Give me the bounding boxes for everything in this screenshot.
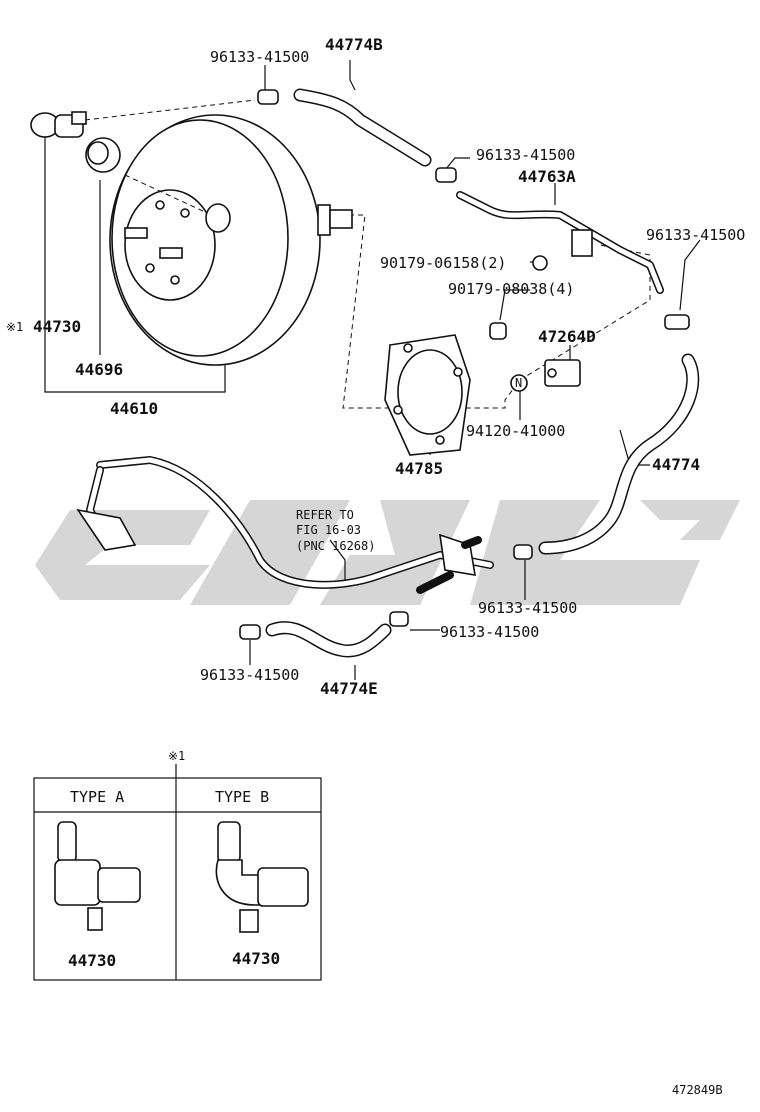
label-refer-1: REFER TO bbox=[296, 508, 354, 522]
hose-44774e[interactable] bbox=[265, 621, 392, 658]
label-hose-e: 44774E bbox=[320, 679, 378, 698]
label-hose-b: 44774B bbox=[325, 35, 383, 54]
label-nut-2: 90179-08038(4) bbox=[448, 280, 574, 298]
check-valve-type-b bbox=[215, 821, 309, 933]
label-refer-2: FIG 16-03 bbox=[296, 523, 361, 537]
label-pipe-a: 44763A bbox=[518, 167, 576, 186]
label-check-valve: 44730 bbox=[33, 317, 81, 336]
hose-44774b[interactable] bbox=[293, 88, 432, 167]
part-labels: 96133-41500 44774B 96133-41500 44763A 96… bbox=[6, 35, 745, 698]
grommet[interactable] bbox=[85, 137, 121, 173]
plug-n-badge: N bbox=[510, 374, 528, 392]
inset-mark: ※1 bbox=[168, 749, 185, 763]
bracket[interactable] bbox=[544, 359, 581, 387]
label-nut-1: 90179-06158(2) bbox=[380, 254, 506, 272]
brake-booster[interactable] bbox=[109, 114, 353, 366]
label-bracket: 47264D bbox=[538, 327, 596, 346]
inset-type-b: TYPE B bbox=[215, 788, 269, 806]
label-clip-lower-left: 96133-41500 bbox=[200, 666, 299, 684]
label-plug: 94120-41000 bbox=[466, 422, 565, 440]
inset-type-a: TYPE A bbox=[70, 788, 124, 806]
label-clip-upper-right: 96133-41500 bbox=[476, 146, 575, 164]
vacuum-pipe-44763a[interactable] bbox=[456, 191, 664, 294]
label-check-valve-mark: ※1 bbox=[6, 320, 23, 334]
label-refer-3: (PNC 16268) bbox=[296, 539, 375, 553]
label-hose: 44774 bbox=[652, 455, 700, 474]
label-clip-lower-mid: 96133-41500 bbox=[478, 599, 577, 617]
inset-part-b: 44730 bbox=[232, 949, 280, 968]
hose-clip[interactable] bbox=[239, 89, 690, 640]
check-valve[interactable] bbox=[30, 111, 87, 138]
check-valve-type-a bbox=[54, 821, 141, 931]
inset-type-table: ※1 TYPE A TYPE B 44730 44730 bbox=[33, 749, 322, 981]
label-clip-top: 96133-41500 bbox=[210, 48, 309, 66]
label-grommet: 44696 bbox=[75, 360, 123, 379]
inset-part-a: 44730 bbox=[68, 951, 116, 970]
diagram-code: 472849B bbox=[672, 1083, 723, 1097]
label-clip-far-right: 96133-4150O bbox=[646, 226, 745, 244]
n-badge-label: N bbox=[515, 376, 522, 390]
gasket[interactable] bbox=[384, 334, 471, 456]
watermark-logo bbox=[35, 500, 740, 605]
hose-44774[interactable] bbox=[538, 353, 700, 555]
label-booster: 44610 bbox=[110, 399, 158, 418]
vacuum-pipe-lower[interactable] bbox=[76, 456, 494, 594]
nut[interactable] bbox=[489, 255, 548, 340]
label-gasket: 44785 bbox=[395, 459, 443, 478]
label-clip-lower-center: 96133-41500 bbox=[440, 623, 539, 641]
